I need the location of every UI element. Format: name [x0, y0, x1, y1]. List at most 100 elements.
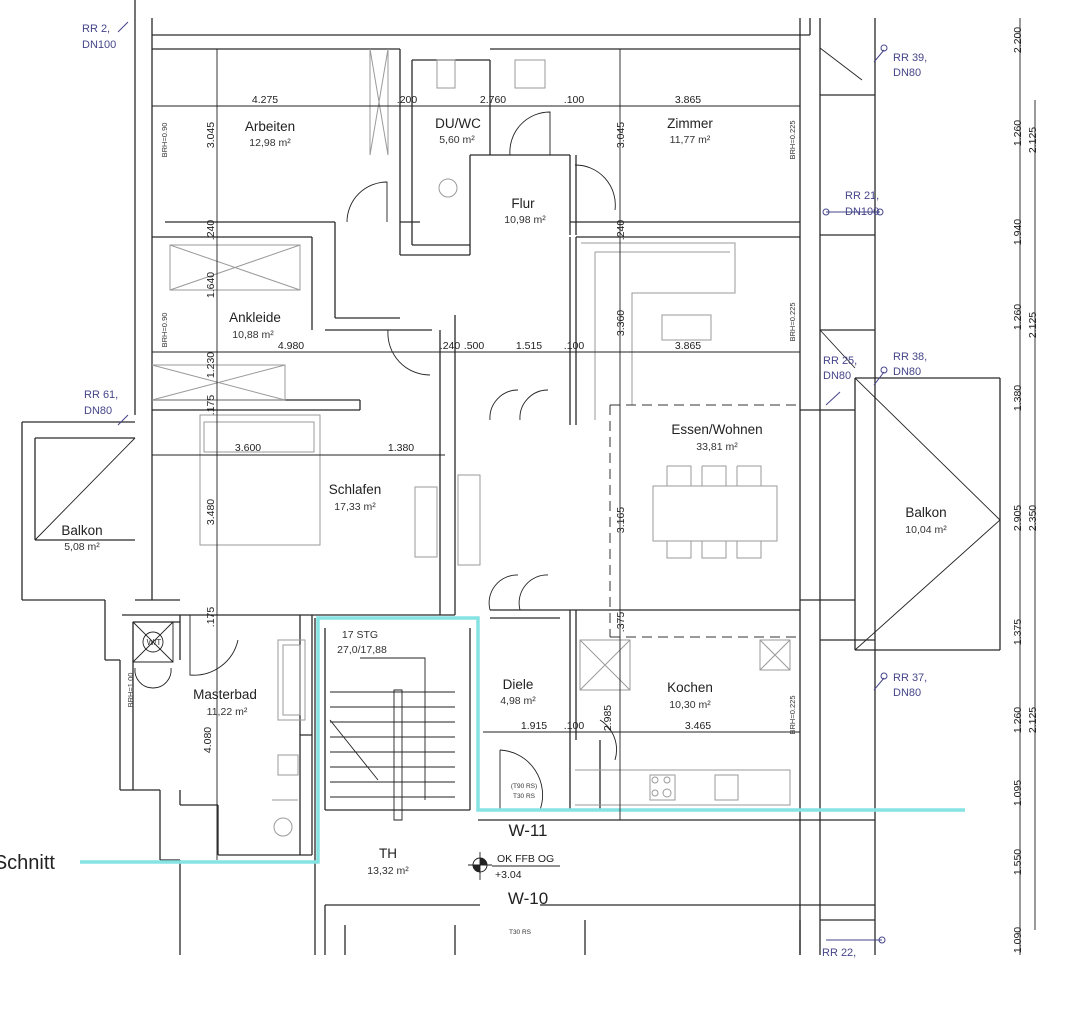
section-label: Schnitt: [0, 852, 55, 874]
room-name-balkon-right: Balkon: [905, 505, 946, 520]
brh-label: BRH=0.90: [160, 313, 169, 348]
brh-label: BRH=0.225: [788, 303, 797, 342]
pipe-label: DN80: [893, 687, 921, 699]
dim-h: 2.760: [480, 94, 506, 106]
dim-v: 4.080: [202, 727, 214, 753]
dim-v: 1.260: [1012, 707, 1024, 733]
dim-v: 3.360: [615, 310, 627, 336]
dim-h: 3.865: [675, 340, 701, 352]
level-marker-icon: [468, 852, 560, 880]
wall-label-w11: W-11: [508, 821, 547, 840]
wall-label-w10: W-10: [508, 889, 548, 908]
room-area-flur: 10,98 m²: [504, 214, 546, 226]
room-name-essen-wohnen: Essen/Wohnen: [671, 422, 762, 437]
dim-v: .175: [205, 607, 217, 628]
room-area-schlafen: 17,33 m²: [334, 501, 376, 513]
level-value: +3.04: [495, 869, 522, 881]
dim-v: 3.165: [615, 507, 627, 533]
door-rating: (T90 RS): [511, 783, 537, 790]
dim-h: 3.865: [675, 94, 701, 106]
dim-v: .240: [205, 220, 217, 241]
dimension-lines: [152, 18, 1036, 955]
pipe-label: DN80: [893, 67, 921, 79]
pipe-label: RR 21,: [845, 190, 879, 202]
pipe-label: DN100: [845, 206, 879, 218]
pipe-label: DN100: [82, 39, 116, 51]
dim-v: 2.125: [1027, 312, 1039, 338]
dim-v: 1.940: [1012, 219, 1024, 245]
room-name-zimmer: Zimmer: [667, 116, 713, 131]
room-area-diele: 4,98 m²: [500, 695, 536, 707]
pipe-label: DN80: [893, 366, 921, 378]
dim-v: .375: [615, 612, 627, 633]
furniture: [34, 47, 1001, 837]
dim-v: 1.550: [1012, 849, 1024, 875]
dim-h: .500: [464, 340, 485, 352]
dim-v: 1.260: [1012, 304, 1024, 330]
room-area-arbeiten: 12,98 m²: [249, 137, 291, 149]
dim-v: 1.640: [205, 272, 217, 298]
brh-label: BRH=0.225: [788, 696, 797, 735]
pipe-label: RR 22,: [822, 947, 856, 959]
dim-v: .240: [615, 220, 627, 241]
door-rating: T30 RS: [513, 793, 536, 800]
dim-v: 2.905: [1012, 505, 1024, 531]
dim-h: 1.515: [516, 340, 542, 352]
room-name-arbeiten: Arbeiten: [245, 119, 295, 134]
washer-dryer-label: W/T: [147, 638, 162, 647]
brh-label: BRH=0.90: [160, 123, 169, 158]
room-name-th: TH: [379, 846, 397, 861]
room-area-ankleide: 10,88 m²: [232, 329, 274, 341]
level-name: OK FFB OG: [497, 853, 554, 865]
room-name-schlafen: Schlafen: [329, 482, 382, 497]
dim-v: 1.230: [205, 352, 217, 378]
dim-v: 1.095: [1012, 780, 1024, 806]
dim-h: .200: [397, 94, 418, 106]
dim-v: 2.125: [1027, 127, 1039, 153]
room-area-balkon-right: 10,04 m²: [905, 524, 947, 536]
dim-h: .100: [564, 720, 585, 732]
stair-steps: 17 STG: [342, 629, 378, 641]
room-area-masterbad: 11,22 m²: [207, 706, 248, 718]
pipe-label: DN80: [84, 405, 112, 417]
room-area-balkon-left: 5,08 m²: [64, 541, 100, 553]
dim-v: 3.045: [205, 122, 217, 148]
room-area-th: 13,32 m²: [367, 865, 409, 877]
room-area-essen-wohnen: 33,81 m²: [696, 441, 738, 453]
room-name-flur: Flur: [511, 196, 535, 211]
dim-h: 4.980: [278, 340, 304, 352]
dim-h: .100: [564, 340, 585, 352]
dim-v: 2.200: [1012, 27, 1024, 53]
dim-v: 1.260: [1012, 120, 1024, 146]
room-area-duwc: 5,60 m²: [439, 134, 475, 146]
pipe-label: RR 37,: [893, 672, 927, 684]
pipe-label: RR 38,: [893, 351, 927, 363]
dim-h: 4.275: [252, 94, 278, 106]
room-name-balkon-left: Balkon: [61, 523, 102, 538]
dim-v: 2.350: [1027, 505, 1039, 531]
dim-h: 1.380: [388, 442, 414, 454]
dim-v: .175: [205, 395, 217, 416]
pipe-label: RR 61,: [84, 389, 118, 401]
pipe-label: RR 25,: [823, 355, 857, 367]
dim-v: 2.985: [602, 705, 614, 731]
dim-v: 3.480: [205, 499, 217, 525]
dim-h: .100: [564, 94, 585, 106]
dim-v: 1.380: [1012, 385, 1024, 411]
pipe-label: RR 2,: [82, 23, 110, 35]
room-name-masterbad: Masterbad: [193, 687, 257, 702]
room-name-kochen: Kochen: [667, 680, 713, 695]
door-rating: T30 RS: [509, 929, 532, 936]
room-area-zimmer: 11,77 m²: [670, 134, 711, 146]
room-name-duwc: DU/WC: [435, 116, 481, 131]
dim-v: 2.125: [1027, 707, 1039, 733]
pipe-symbols: [117, 21, 888, 944]
pipe-label: DN80: [823, 370, 851, 382]
room-name-diele: Diele: [503, 677, 534, 692]
pipe-label: RR 39,: [893, 52, 927, 64]
dim-h: .240: [440, 340, 461, 352]
room-area-kochen: 10,30 m²: [669, 699, 711, 711]
dim-h: 3.600: [235, 442, 261, 454]
brh-label: BRH=0.225: [788, 121, 797, 160]
